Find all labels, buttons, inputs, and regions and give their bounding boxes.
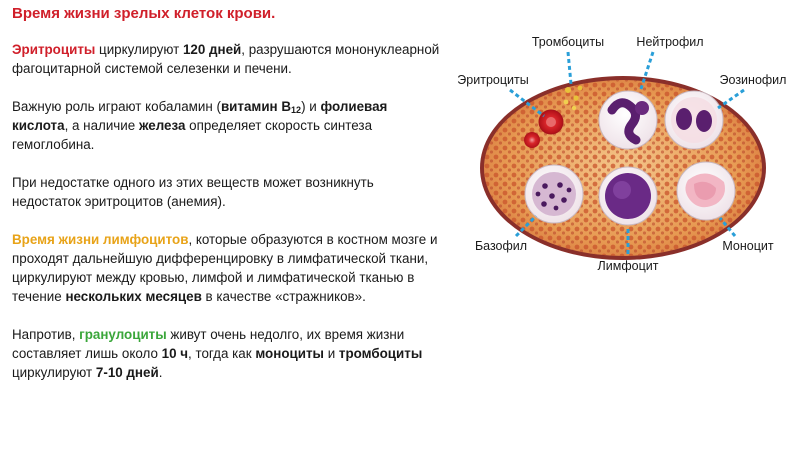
erythrocyte-cells [524, 109, 564, 148]
label-lymphocyte: Лимфоцит [598, 259, 659, 273]
page-title: Время жизни зрелых клеток крови. [12, 5, 276, 22]
mono-thrombo-lifespan: 7-10 дней [95, 365, 159, 380]
granulocyte-lifespan: 10 ч [161, 346, 189, 361]
text-span: живут очень недолго, их время жизни сост… [12, 327, 405, 361]
basophil-cell [524, 164, 584, 224]
text-span: циркулируют [12, 365, 96, 380]
vitamin-name: витамин В [220, 99, 292, 114]
text-span: циркулируют [95, 42, 183, 57]
term-lymphocyte-lifespan: Время жизни лимфоцитов [12, 232, 189, 247]
monocyte-cell [676, 161, 736, 221]
paragraph-granulocytes: Напротив, гранулоциты живут очень недолг… [12, 325, 442, 382]
text-body: Эритроциты циркулируют 120 дней, разруша… [12, 40, 442, 401]
lymphocyte-cell [598, 166, 658, 226]
term-erythrocytes: Эритроциты [12, 42, 96, 57]
text-span: определяет скорость синтеза гемоглобина. [12, 118, 373, 152]
neutrophil-cell [598, 90, 658, 150]
vitamin-subscript: 12 [291, 105, 302, 115]
paragraph-lymphocytes: Время жизни лимфоцитов, которые образуют… [12, 230, 442, 306]
term-monocytes: моноциты [255, 346, 324, 361]
blood-cells-illustration: Тромбоциты Нейтрофил Эритроциты Эозинофи… [457, 35, 786, 273]
label-basophil: Базофил [475, 239, 527, 253]
eosinophil-cell [664, 90, 724, 150]
text-span: , а наличие [64, 118, 139, 133]
label-eosinophil: Эозинофил [720, 73, 787, 87]
label-monocyte: Моноцит [722, 239, 774, 253]
text-span: . [158, 365, 163, 380]
text-span: ) и [301, 99, 321, 114]
term-vitamin: витамин В12 [220, 99, 302, 115]
text-span: , тогда как [188, 346, 256, 361]
text-span: в качестве «стражников». [201, 289, 366, 304]
cell-labels: Тромбоциты Нейтрофил Эритроциты Эозинофи… [457, 35, 786, 273]
text-span: Напротив, [12, 327, 80, 342]
label-neutrophil: Нейтрофил [636, 35, 703, 49]
paragraph-erythrocytes: Эритроциты циркулируют 120 дней, разруша… [12, 40, 442, 78]
paragraph-anemia: При недостатке одного из этих веществ мо… [12, 175, 374, 209]
erythrocyte-lifespan: 120 дней [182, 42, 242, 57]
label-erythrocytes: Эритроциты [457, 73, 528, 87]
term-thrombocytes: тромбоциты [338, 346, 423, 361]
thrombocyte-cells [563, 85, 583, 111]
lymphocyte-lifespan: нескольких месяцев [65, 289, 202, 304]
term-folic-acid: фолиевая кислота [12, 99, 388, 133]
paragraph-vitamins: Важную роль играют кобаламин (витамин В1… [12, 97, 442, 154]
blood-cells-figure: Тромбоциты Нейтрофил Эритроциты Эозинофи… [448, 28, 798, 278]
text-span: , разрушаются мононуклеарной фагоцитарно… [12, 42, 440, 76]
term-granulocytes: гранулоциты [79, 327, 167, 342]
label-thrombocytes: Тромбоциты [532, 35, 604, 49]
text-span: и [323, 346, 339, 361]
leader-lines [509, 51, 745, 254]
text-span: , которые образуются в костном мозге и п… [12, 232, 438, 304]
term-iron: железа [138, 118, 186, 133]
text-span: Важную роль играют кобаламин ( [12, 99, 221, 114]
